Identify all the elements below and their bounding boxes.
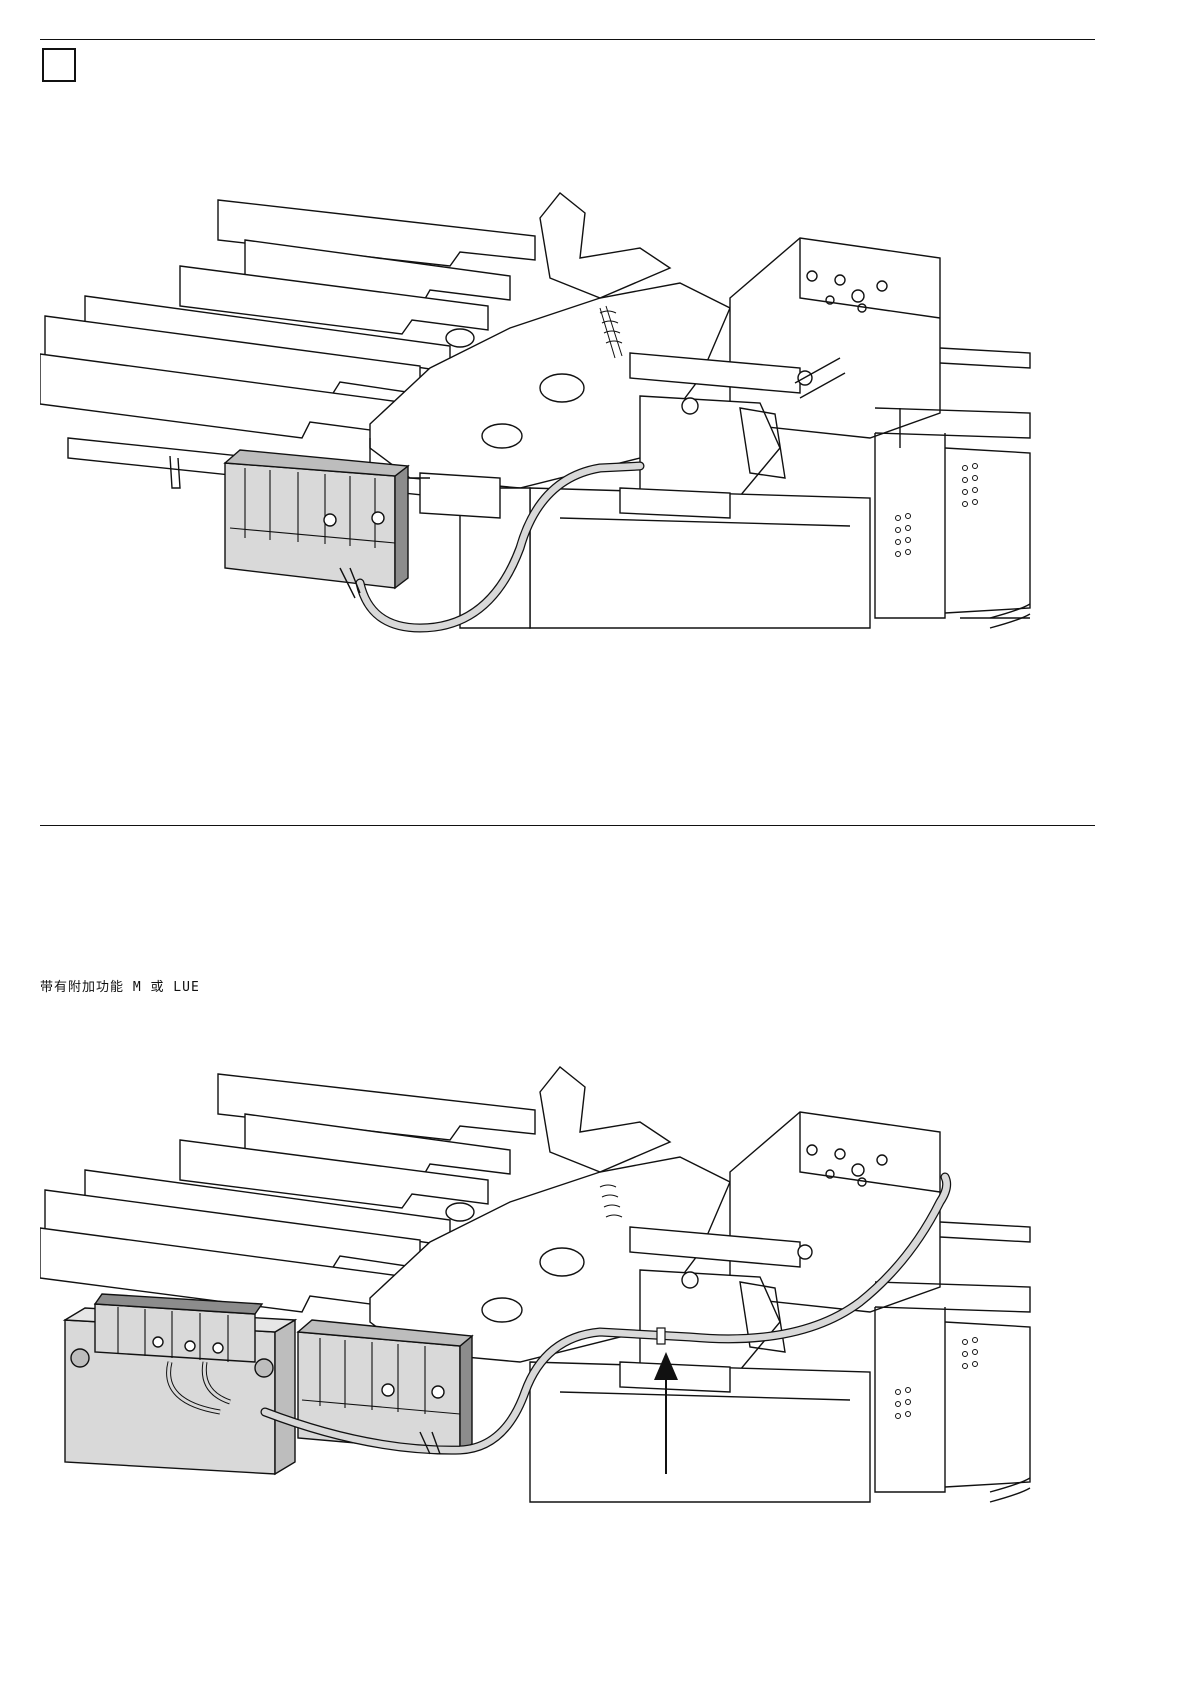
top-divider: [40, 39, 1095, 40]
step-number-box: [42, 48, 76, 82]
breaker-wiring-illustration-icon: [40, 188, 1070, 678]
figure-breaker-wiring-top: [40, 188, 1070, 678]
figure-breaker-wiring-bottom: [40, 1062, 1070, 1552]
middle-divider: [40, 825, 1095, 826]
breaker-wiring-illustration-with-arrow-icon: [40, 1062, 1070, 1552]
figure-caption: 带有附加功能 M 或 LUE: [40, 976, 200, 995]
